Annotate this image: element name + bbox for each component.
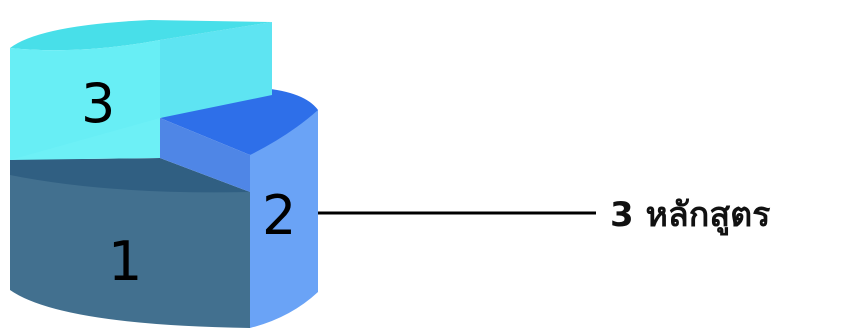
segment-2-side (250, 107, 318, 328)
segment-2-label: 2 (262, 184, 296, 247)
segment-2 (160, 88, 318, 328)
segment-3-front-lower (10, 40, 160, 160)
segment-1-front (10, 160, 250, 328)
segment-1 (10, 158, 250, 328)
segment-3 (10, 20, 272, 160)
segment-1-top-band (10, 158, 250, 193)
segment-3-label: 3 (81, 72, 115, 135)
segment-2-inner-face (160, 118, 250, 192)
segment-1-label: 1 (108, 230, 142, 293)
segment-3-top (10, 20, 272, 51)
callout-text: 3 หลักสูตร (610, 195, 771, 236)
segment-3-right-face (160, 22, 272, 118)
segment-2-top (160, 88, 318, 155)
